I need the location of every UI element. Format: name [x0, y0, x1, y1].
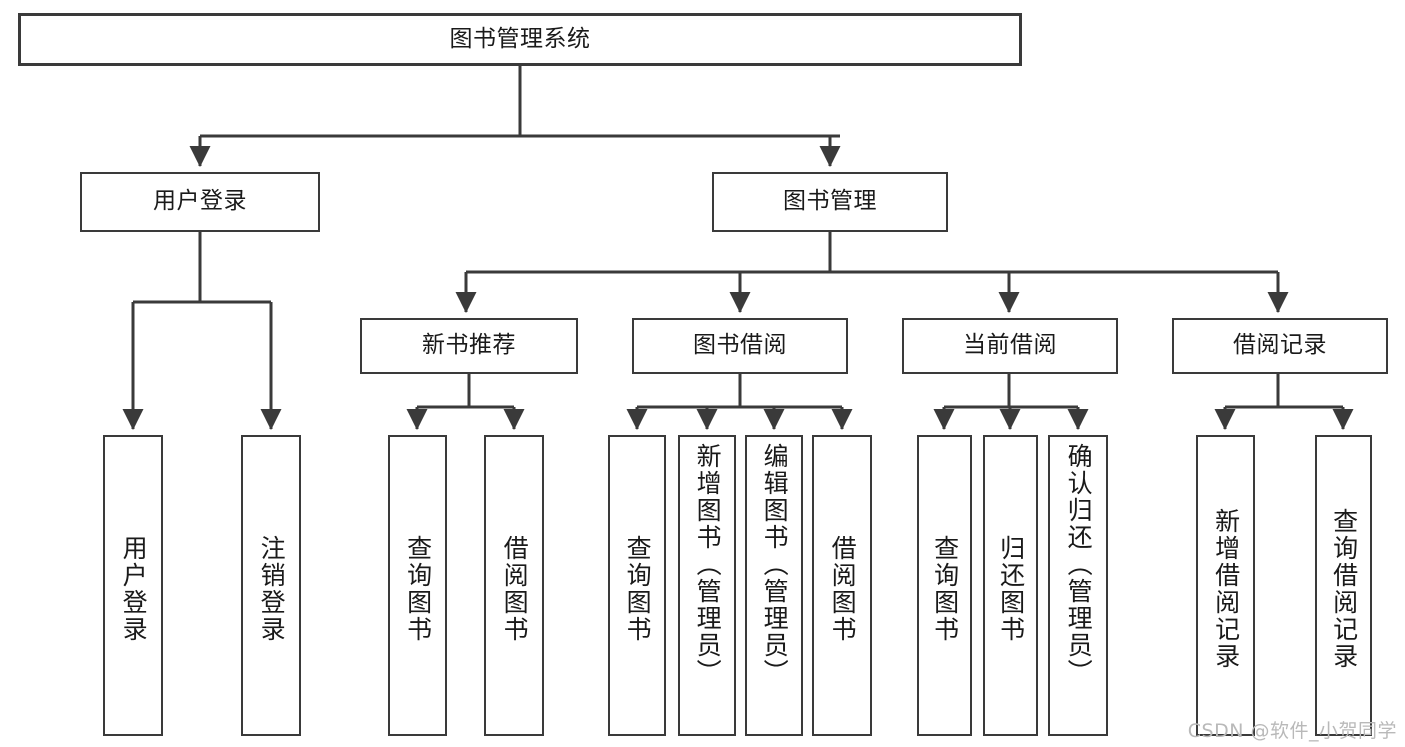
node-leaf-query-book-rec[interactable]: 查询图书	[388, 435, 447, 736]
edges-book-borrow	[626, 374, 853, 431]
edges-new-book-recommend	[406, 374, 525, 431]
node-leaf-borrow-book-label: 借阅图书	[828, 534, 858, 643]
node-book-borrow-label: 图书借阅	[693, 332, 787, 359]
node-leaf-edit-book-label: 编辑图书（管理员）	[760, 443, 790, 686]
node-book-borrow[interactable]: 图书借阅	[632, 318, 848, 374]
node-leaf-logout[interactable]: 注销登录	[241, 435, 301, 736]
edges-borrow-record	[1214, 374, 1354, 431]
node-leaf-confirm-return[interactable]: 确认归还（管理员）	[1048, 435, 1108, 736]
node-borrow-record-label: 借阅记录	[1233, 332, 1327, 359]
node-leaf-user-login-label: 用户登录	[119, 534, 149, 643]
node-leaf-query-record-label: 查询借阅记录	[1329, 507, 1359, 670]
node-leaf-query-book-cur[interactable]: 查询图书	[917, 435, 972, 736]
node-new-book-recommend-label: 新书推荐	[422, 332, 516, 359]
node-leaf-add-record-label: 新增借阅记录	[1211, 507, 1241, 670]
node-current-borrow-label: 当前借阅	[963, 332, 1057, 359]
node-root-label: 图书管理系统	[449, 25, 591, 52]
node-leaf-add-book[interactable]: 新增图书（管理员）	[678, 435, 736, 736]
node-leaf-edit-book[interactable]: 编辑图书（管理员）	[745, 435, 803, 736]
edges-current-borrow	[933, 374, 1089, 431]
node-leaf-add-record[interactable]: 新增借阅记录	[1196, 435, 1255, 736]
node-leaf-add-book-label: 新增图书（管理员）	[693, 443, 723, 686]
node-new-book-recommend[interactable]: 新书推荐	[360, 318, 578, 374]
node-leaf-query-book-rec-label: 查询图书	[403, 534, 433, 643]
node-root[interactable]: 图书管理系统	[18, 13, 1022, 66]
edges-root	[189, 66, 841, 168]
node-leaf-query-book[interactable]: 查询图书	[608, 435, 666, 736]
node-leaf-borrow-book-rec-label: 借阅图书	[500, 534, 530, 643]
node-leaf-user-login[interactable]: 用户登录	[103, 435, 163, 736]
node-leaf-query-book-label: 查询图书	[623, 534, 653, 643]
node-current-borrow[interactable]: 当前借阅	[902, 318, 1118, 374]
node-leaf-query-book-cur-label: 查询图书	[930, 534, 960, 643]
node-leaf-logout-label: 注销登录	[257, 534, 287, 643]
node-leaf-return-book[interactable]: 归还图书	[983, 435, 1038, 736]
watermark: CSDN @软件_小贺同学	[1187, 720, 1397, 742]
node-leaf-confirm-return-label: 确认归还（管理员）	[1064, 443, 1094, 686]
node-leaf-borrow-book-rec[interactable]: 借阅图书	[484, 435, 544, 736]
node-book-manage-label: 图书管理	[783, 188, 877, 215]
edges-book-manage	[455, 232, 1289, 314]
node-user-login-label: 用户登录	[153, 188, 247, 215]
node-user-login[interactable]: 用户登录	[80, 172, 320, 232]
node-leaf-query-record[interactable]: 查询借阅记录	[1315, 435, 1372, 736]
node-leaf-return-book-label: 归还图书	[996, 534, 1026, 643]
node-borrow-record[interactable]: 借阅记录	[1172, 318, 1388, 374]
node-leaf-borrow-book[interactable]: 借阅图书	[812, 435, 872, 736]
node-book-manage[interactable]: 图书管理	[712, 172, 948, 232]
edges-user-login	[122, 232, 282, 431]
